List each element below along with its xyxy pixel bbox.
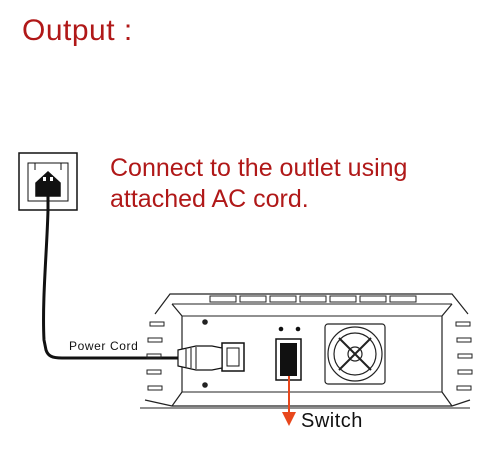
power-cord-label: Power Cord <box>69 339 139 353</box>
instruction-line-1: Connect to the outlet using <box>110 154 408 182</box>
ac-inlet-pins <box>226 347 240 367</box>
inverter-bottom-rim <box>144 399 471 407</box>
instruction-text: Connect to the outlet using attached AC … <box>110 153 470 215</box>
inverter-body <box>140 293 473 409</box>
ac-inlet <box>177 342 245 372</box>
arrow-down-icon <box>282 412 296 426</box>
plug-head-icon <box>35 170 61 197</box>
ac-plug-grip <box>185 347 197 369</box>
indicator-led-left <box>278 326 284 332</box>
plug-pin-left <box>43 177 46 181</box>
instruction-line-2: attached AC cord. <box>110 185 309 213</box>
cooling-fan <box>324 323 386 385</box>
fan-ring-middle <box>333 332 377 376</box>
power-switch <box>275 326 302 381</box>
page-title: Output : <box>22 14 133 47</box>
indicator-led-right <box>295 326 301 332</box>
panel-right-edge <box>441 303 453 407</box>
right-side-fins <box>455 321 473 391</box>
fan-frame <box>324 323 386 385</box>
ac-plug-body <box>177 345 223 371</box>
switch-rocker <box>280 343 297 376</box>
switch-arrow <box>282 376 296 426</box>
plug-pin-right <box>50 177 53 181</box>
outlet-top-edge <box>34 162 62 170</box>
fan-ring-outer <box>327 326 383 382</box>
ac-inlet-socket <box>221 342 245 372</box>
fan-guard-cross <box>338 337 372 371</box>
top-fins <box>209 295 417 303</box>
screw-bottom-left <box>202 382 208 388</box>
screw-top-left <box>202 319 208 325</box>
inverter-top-rim <box>154 293 469 315</box>
switch-label: Switch <box>301 410 363 432</box>
fan-hub <box>347 346 363 362</box>
power-cord-line <box>42 196 178 360</box>
left-side-fins <box>146 321 165 391</box>
